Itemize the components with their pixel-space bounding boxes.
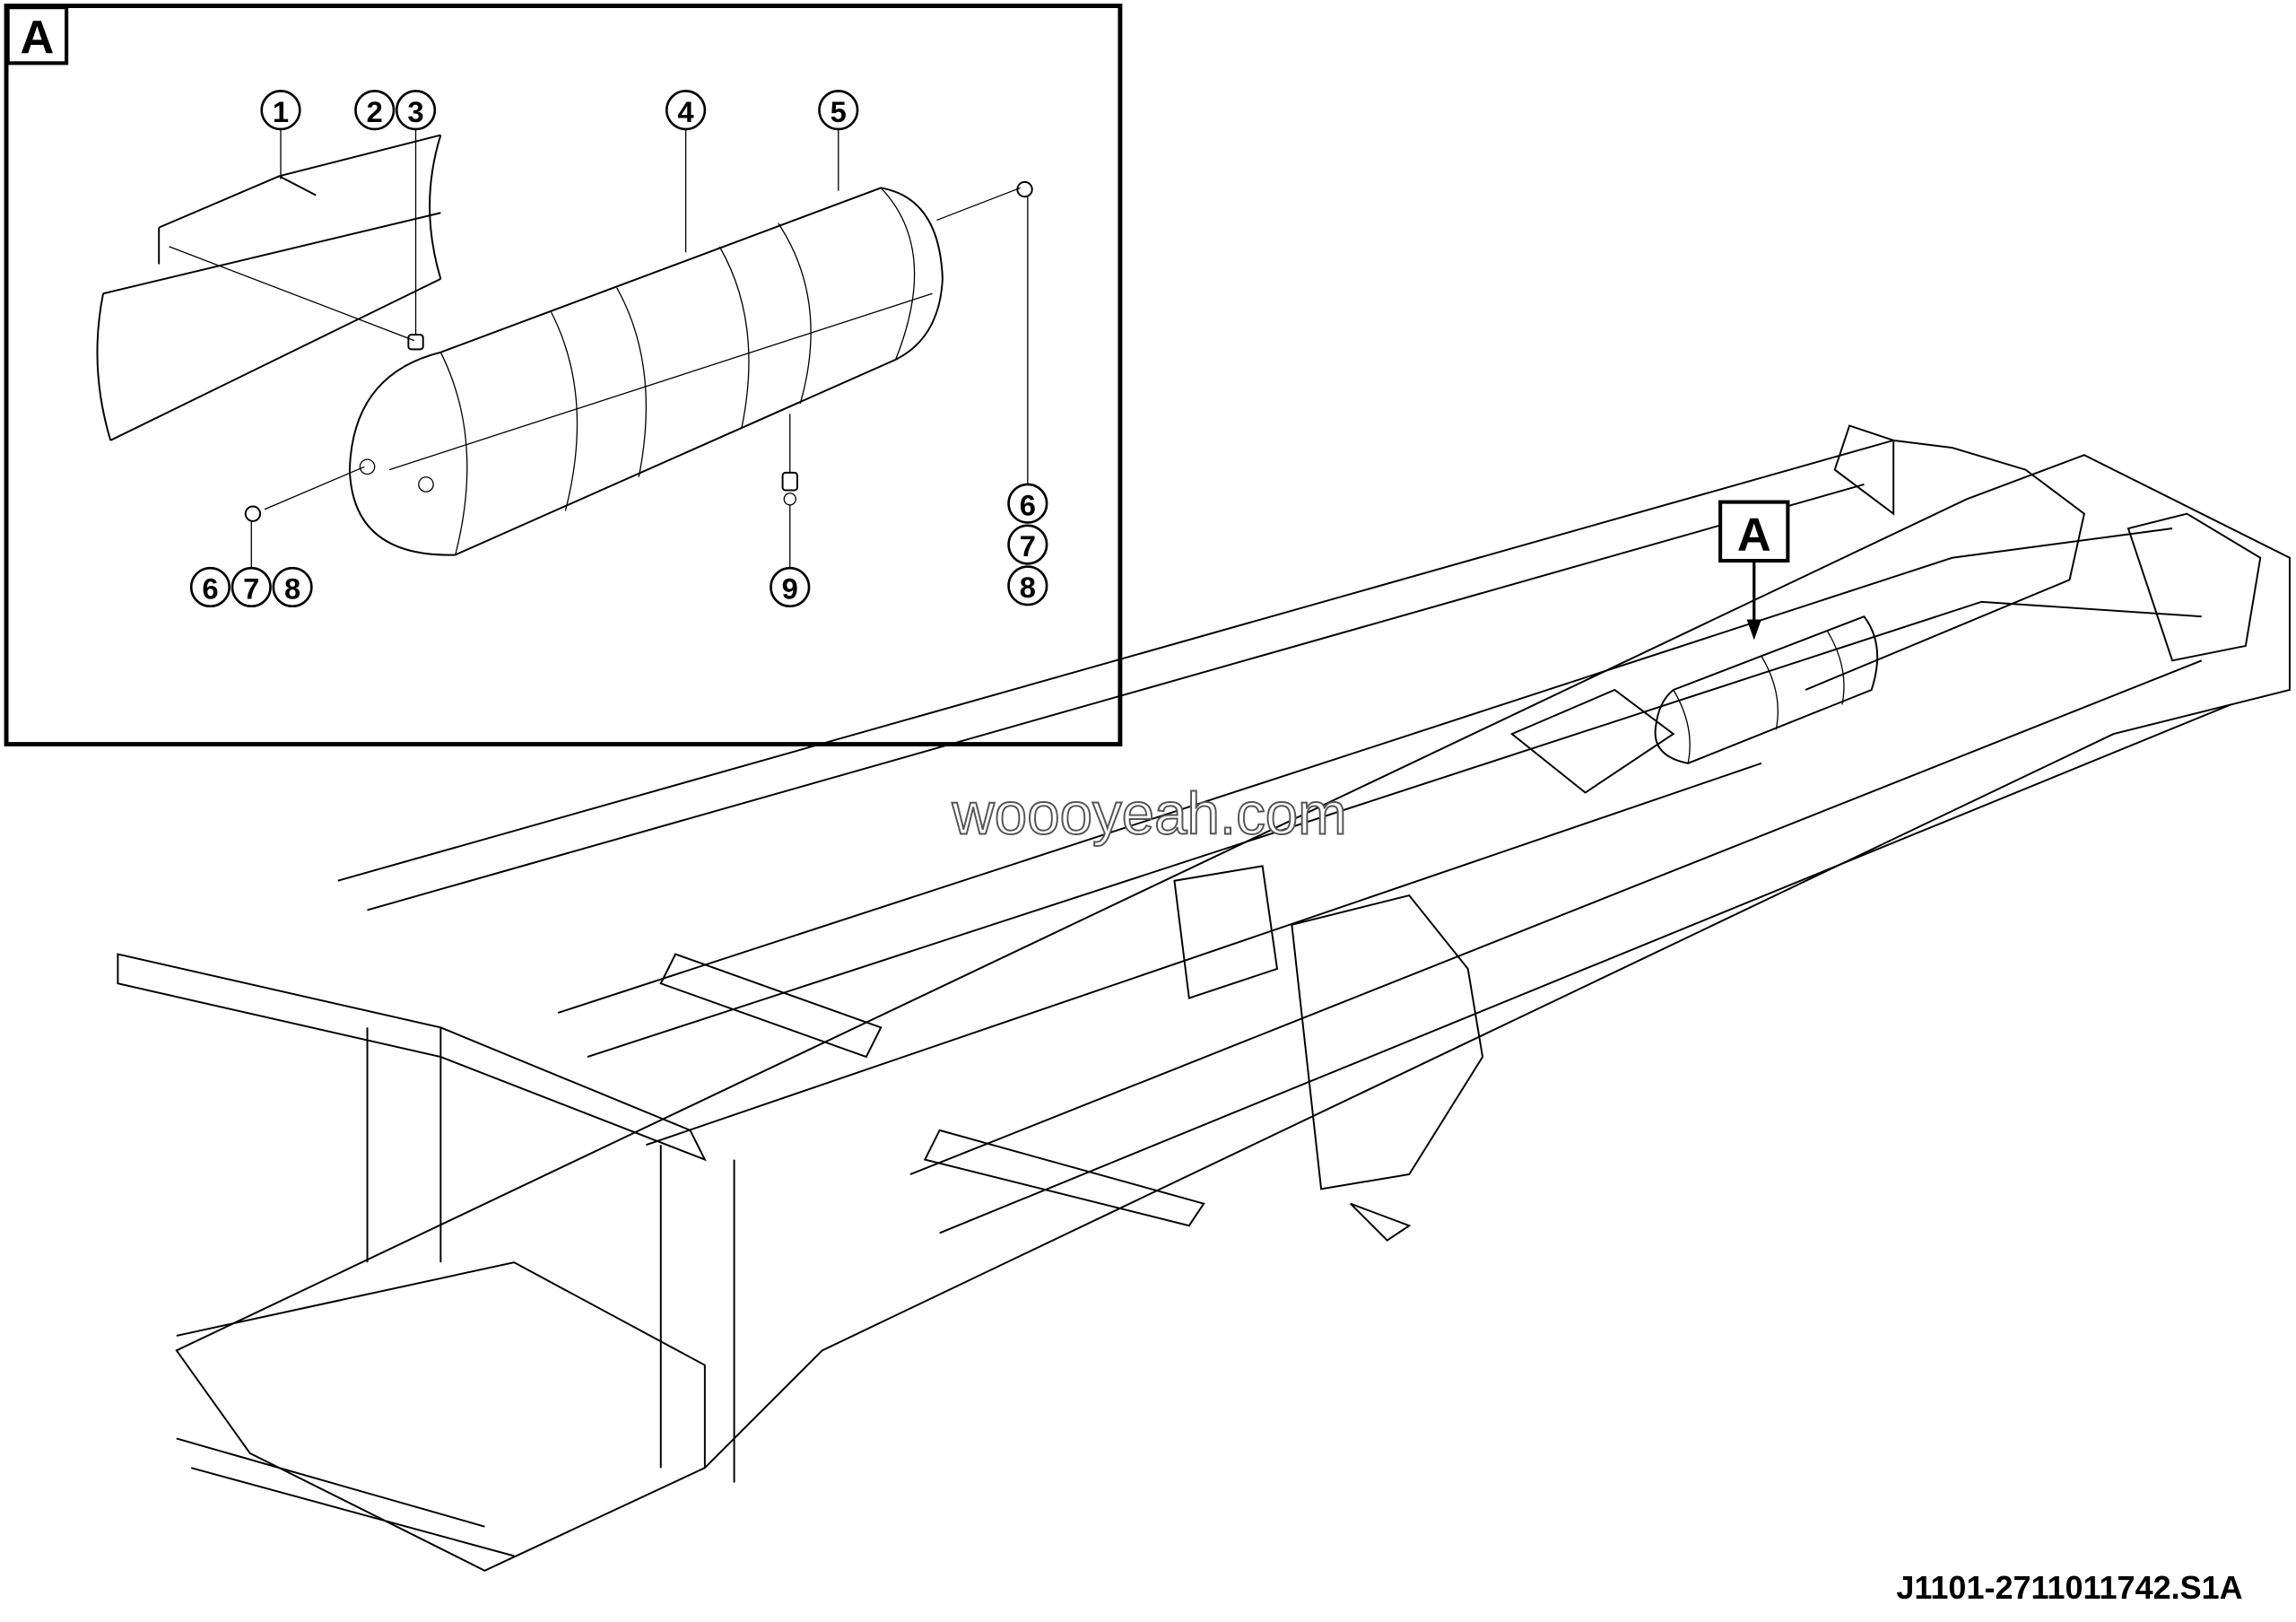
- svg-text:5: 5: [831, 95, 847, 128]
- callout-3: 3: [395, 90, 437, 131]
- plug-left: [244, 505, 262, 522]
- leader-bolt: [169, 246, 415, 342]
- callout-left-8: 8: [272, 566, 313, 608]
- callout-right-6: 6: [1007, 483, 1048, 524]
- bolt-part: [407, 334, 424, 351]
- leader-right-plug: [936, 187, 1021, 222]
- view-label: A: [20, 12, 54, 64]
- view-marker-arrow-icon: [1746, 619, 1761, 641]
- svg-text:7: 7: [1020, 529, 1036, 562]
- view-marker: A: [1737, 510, 1771, 562]
- svg-text:8: 8: [284, 572, 300, 606]
- callout-2: 2: [354, 90, 396, 131]
- callout-5: 5: [818, 90, 859, 131]
- callout-right-8: 8: [1007, 565, 1048, 606]
- callout-9: 9: [770, 566, 811, 608]
- watermark: woooyeah.com: [952, 780, 1347, 846]
- callout-4: 4: [665, 90, 707, 131]
- svg-text:2: 2: [367, 95, 383, 128]
- air-tank-installed: [1654, 615, 1879, 764]
- callout-left-6: 6: [189, 566, 231, 608]
- leader-left-plug: [264, 466, 365, 510]
- plug-right: [1016, 180, 1033, 198]
- tank-bracket: [96, 134, 442, 441]
- svg-text:1: 1: [273, 95, 289, 128]
- detail-view-frame: [4, 4, 1123, 747]
- callout-left-7: 7: [230, 566, 272, 608]
- svg-text:6: 6: [202, 572, 218, 606]
- svg-text:4: 4: [677, 95, 694, 128]
- svg-text:3: 3: [407, 95, 423, 128]
- callout-right-7: 7: [1007, 524, 1048, 565]
- svg-text:9: 9: [782, 572, 798, 606]
- view-label-box: [5, 5, 69, 65]
- svg-text:6: 6: [1020, 488, 1036, 521]
- drawing-number: J1101-2711011742.S1A: [1896, 1569, 2242, 1606]
- view-marker-box: [1718, 500, 1790, 563]
- chassis-frame: [117, 424, 2291, 1572]
- drain-valve: [781, 471, 798, 492]
- callout-1: 1: [260, 90, 301, 131]
- svg-text:8: 8: [1020, 571, 1036, 604]
- air-tank: [348, 187, 944, 556]
- svg-text:7: 7: [243, 572, 259, 606]
